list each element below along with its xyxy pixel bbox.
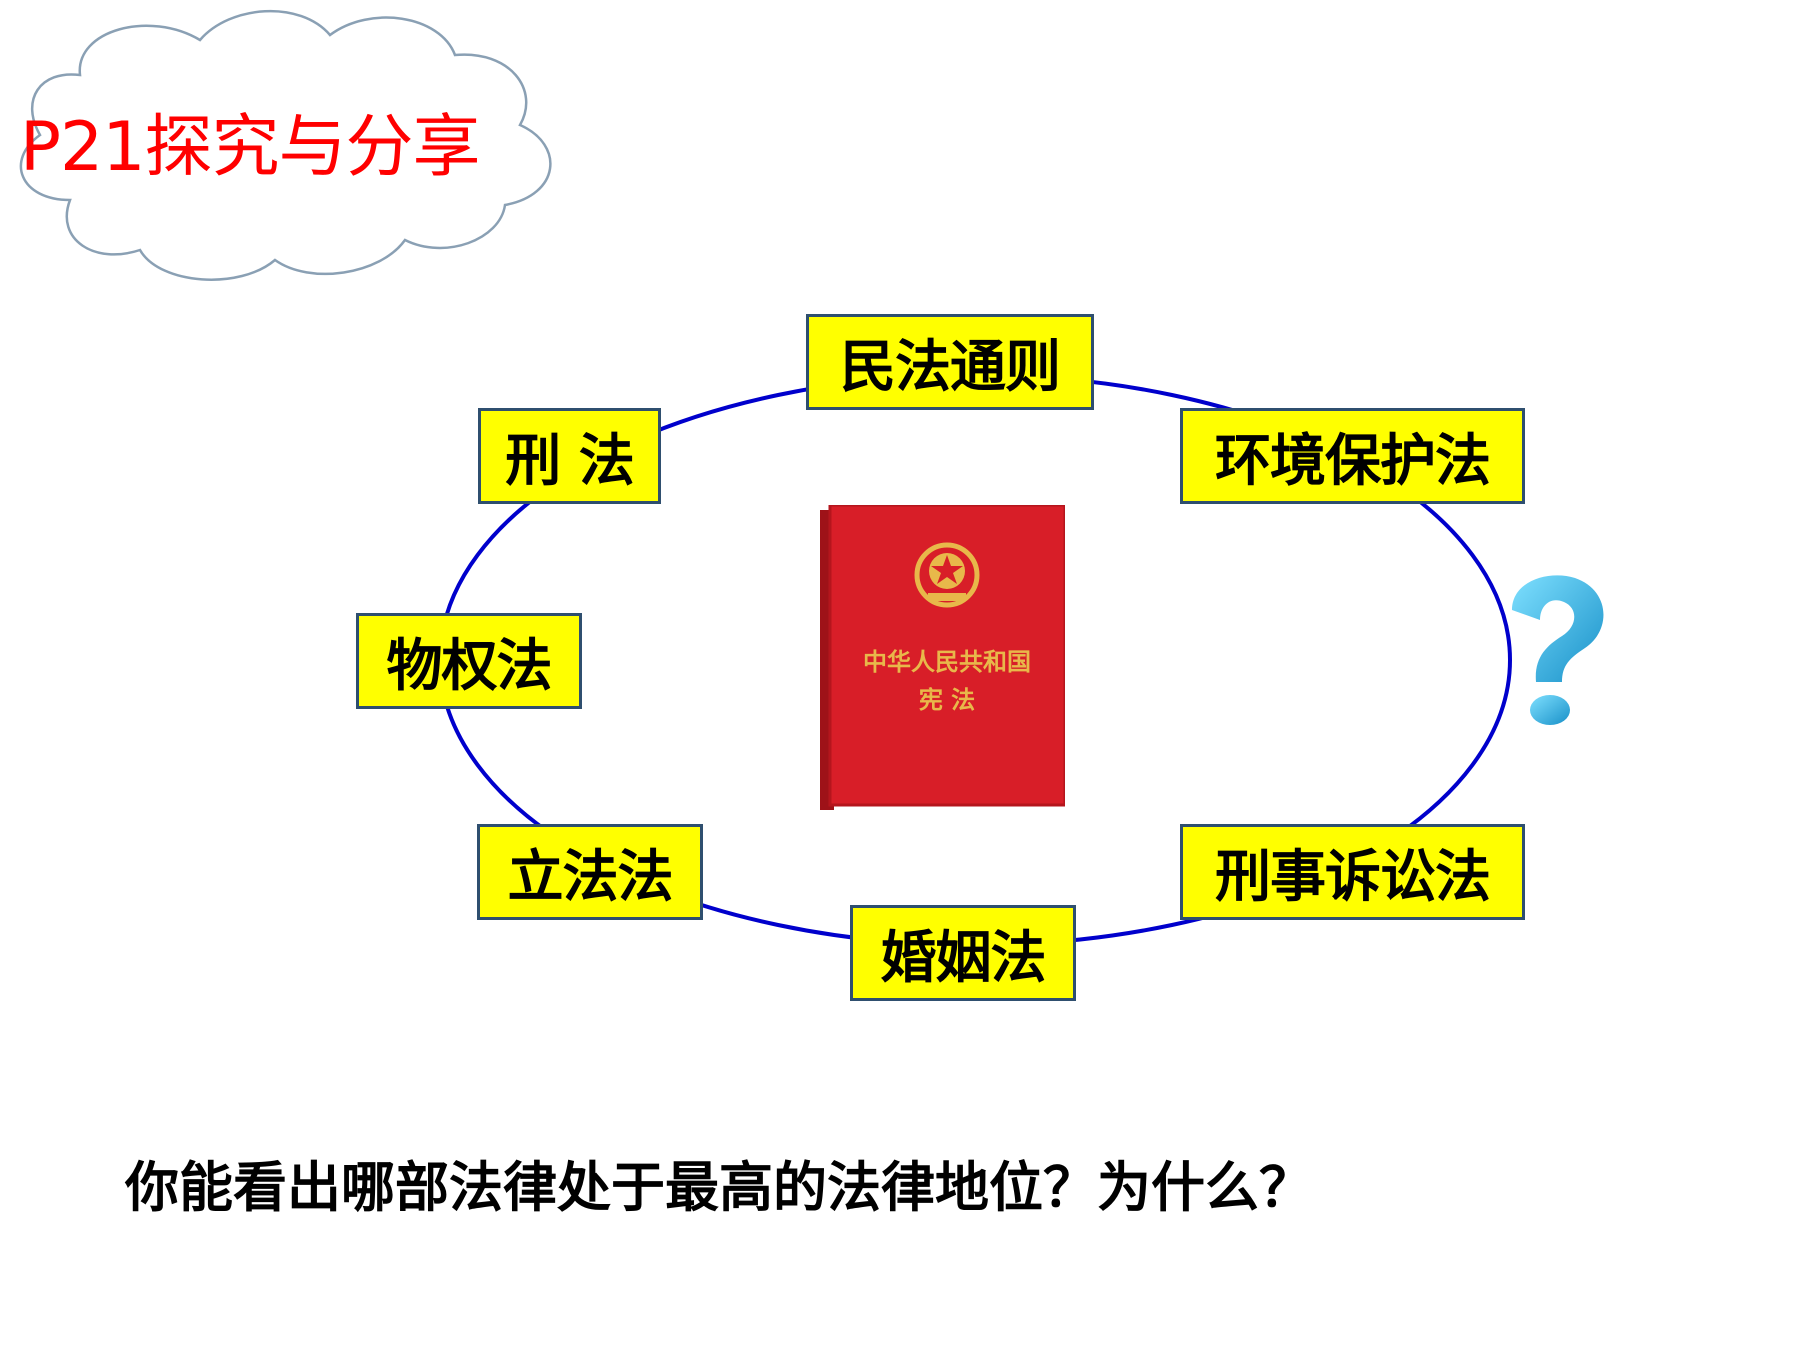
book-title-line2: 宪 法 (919, 685, 975, 714)
law-box-criminal: 刑 法 (478, 408, 661, 504)
law-box-criminal-procedure: 刑事诉讼法 (1180, 824, 1525, 920)
book-title-line1: 中华人民共和国 (863, 647, 1031, 676)
law-box-legislation: 立法法 (477, 824, 703, 920)
law-box-civil-general: 民法通则 (806, 314, 1094, 410)
national-emblem-icon (914, 542, 980, 608)
law-box-marriage: 婚姻法 (850, 905, 1076, 1001)
constitution-book: 中华人民共和国 宪 法 (820, 505, 1065, 810)
cloud-shape (19, 9, 552, 281)
question-mark-icon (1512, 575, 1604, 725)
page-title: P21探究与分享 (20, 108, 481, 187)
law-box-property: 物权法 (356, 613, 582, 709)
discussion-question: 你能看出哪部法律处于最高的法律地位？为什么？ (125, 1156, 1313, 1219)
law-box-environmental: 环境保护法 (1180, 408, 1525, 504)
